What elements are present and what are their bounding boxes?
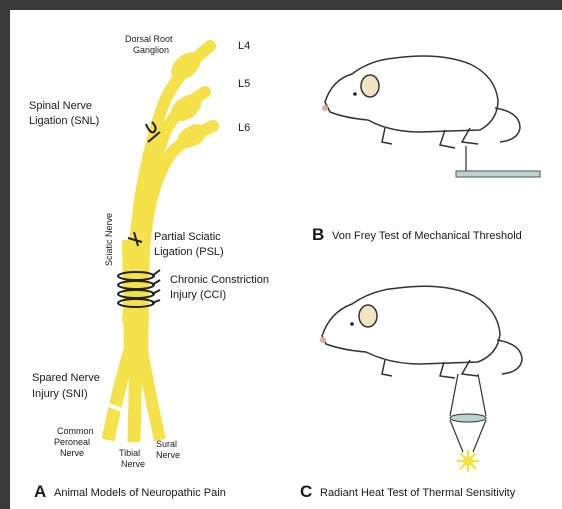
peroneal-label-line1: Common xyxy=(57,426,94,436)
rat-c-nose xyxy=(320,337,326,343)
rat-b-nose xyxy=(322,105,328,111)
caption-c-text: Radiant Heat Test of Thermal Sensitivity xyxy=(320,487,516,499)
sural-label-line1: Sural xyxy=(156,439,177,449)
tibial-branch xyxy=(134,350,136,442)
caption-a-text: Animal Models of Neuropathic Pain xyxy=(54,487,226,499)
caption-b-text: Von Frey Test of Mechanical Threshold xyxy=(332,230,522,242)
rat-c-tail xyxy=(497,340,522,374)
snl-label-line2: Ligation (SNL) xyxy=(29,115,99,127)
rat-b-eye xyxy=(353,92,357,96)
rat-c-ear xyxy=(359,305,377,327)
psl-label-line2: Ligation (PSL) xyxy=(154,246,224,258)
drg-label-line2: Ganglion xyxy=(133,45,169,55)
heat-beam xyxy=(450,374,486,452)
sural-label-line2: Nerve xyxy=(156,450,180,460)
rat-c xyxy=(320,286,522,378)
sni-label-line1: Spared Nerve xyxy=(32,372,100,384)
von-frey-platform xyxy=(456,171,540,177)
peroneal-label-line3: Nerve xyxy=(60,448,84,458)
tibial-label-line2: Nerve xyxy=(121,459,145,469)
rat-b-ear xyxy=(361,75,379,97)
cci-label-line2: Injury (CCI) xyxy=(170,289,226,301)
l5-label: L5 xyxy=(238,78,250,90)
sciatic-label: Sciatic Nerve xyxy=(104,213,114,266)
snl-label-line1: Spinal Nerve xyxy=(29,100,92,112)
cci-label-line1: Chronic Constriction xyxy=(170,274,269,286)
rat-c-eye xyxy=(350,322,354,326)
tibial-label-line1: Tibial xyxy=(119,448,140,458)
l6-label: L6 xyxy=(238,122,250,134)
heat-source xyxy=(457,450,479,472)
rat-b-body xyxy=(325,56,498,132)
peroneal-branch xyxy=(108,350,130,440)
sni-label-line2: Injury (SNI) xyxy=(32,388,88,400)
sural-branch xyxy=(142,350,160,440)
rat-b xyxy=(322,56,520,148)
rat-b-tail xyxy=(495,108,520,142)
caption-a-letter: A xyxy=(34,482,46,501)
peroneal-label-line2: Peroneal xyxy=(54,437,90,447)
caption-c-letter: C xyxy=(300,482,312,501)
l4-label: L4 xyxy=(238,40,250,52)
caption-b-letter: B xyxy=(312,225,324,244)
heat-lens xyxy=(450,414,486,422)
nerve-diagram xyxy=(102,46,213,442)
rat-c-body xyxy=(322,286,500,364)
drg-label-line1: Dorsal Root xyxy=(125,34,173,44)
psl-label-line1: Partial Sciatic xyxy=(154,231,221,243)
